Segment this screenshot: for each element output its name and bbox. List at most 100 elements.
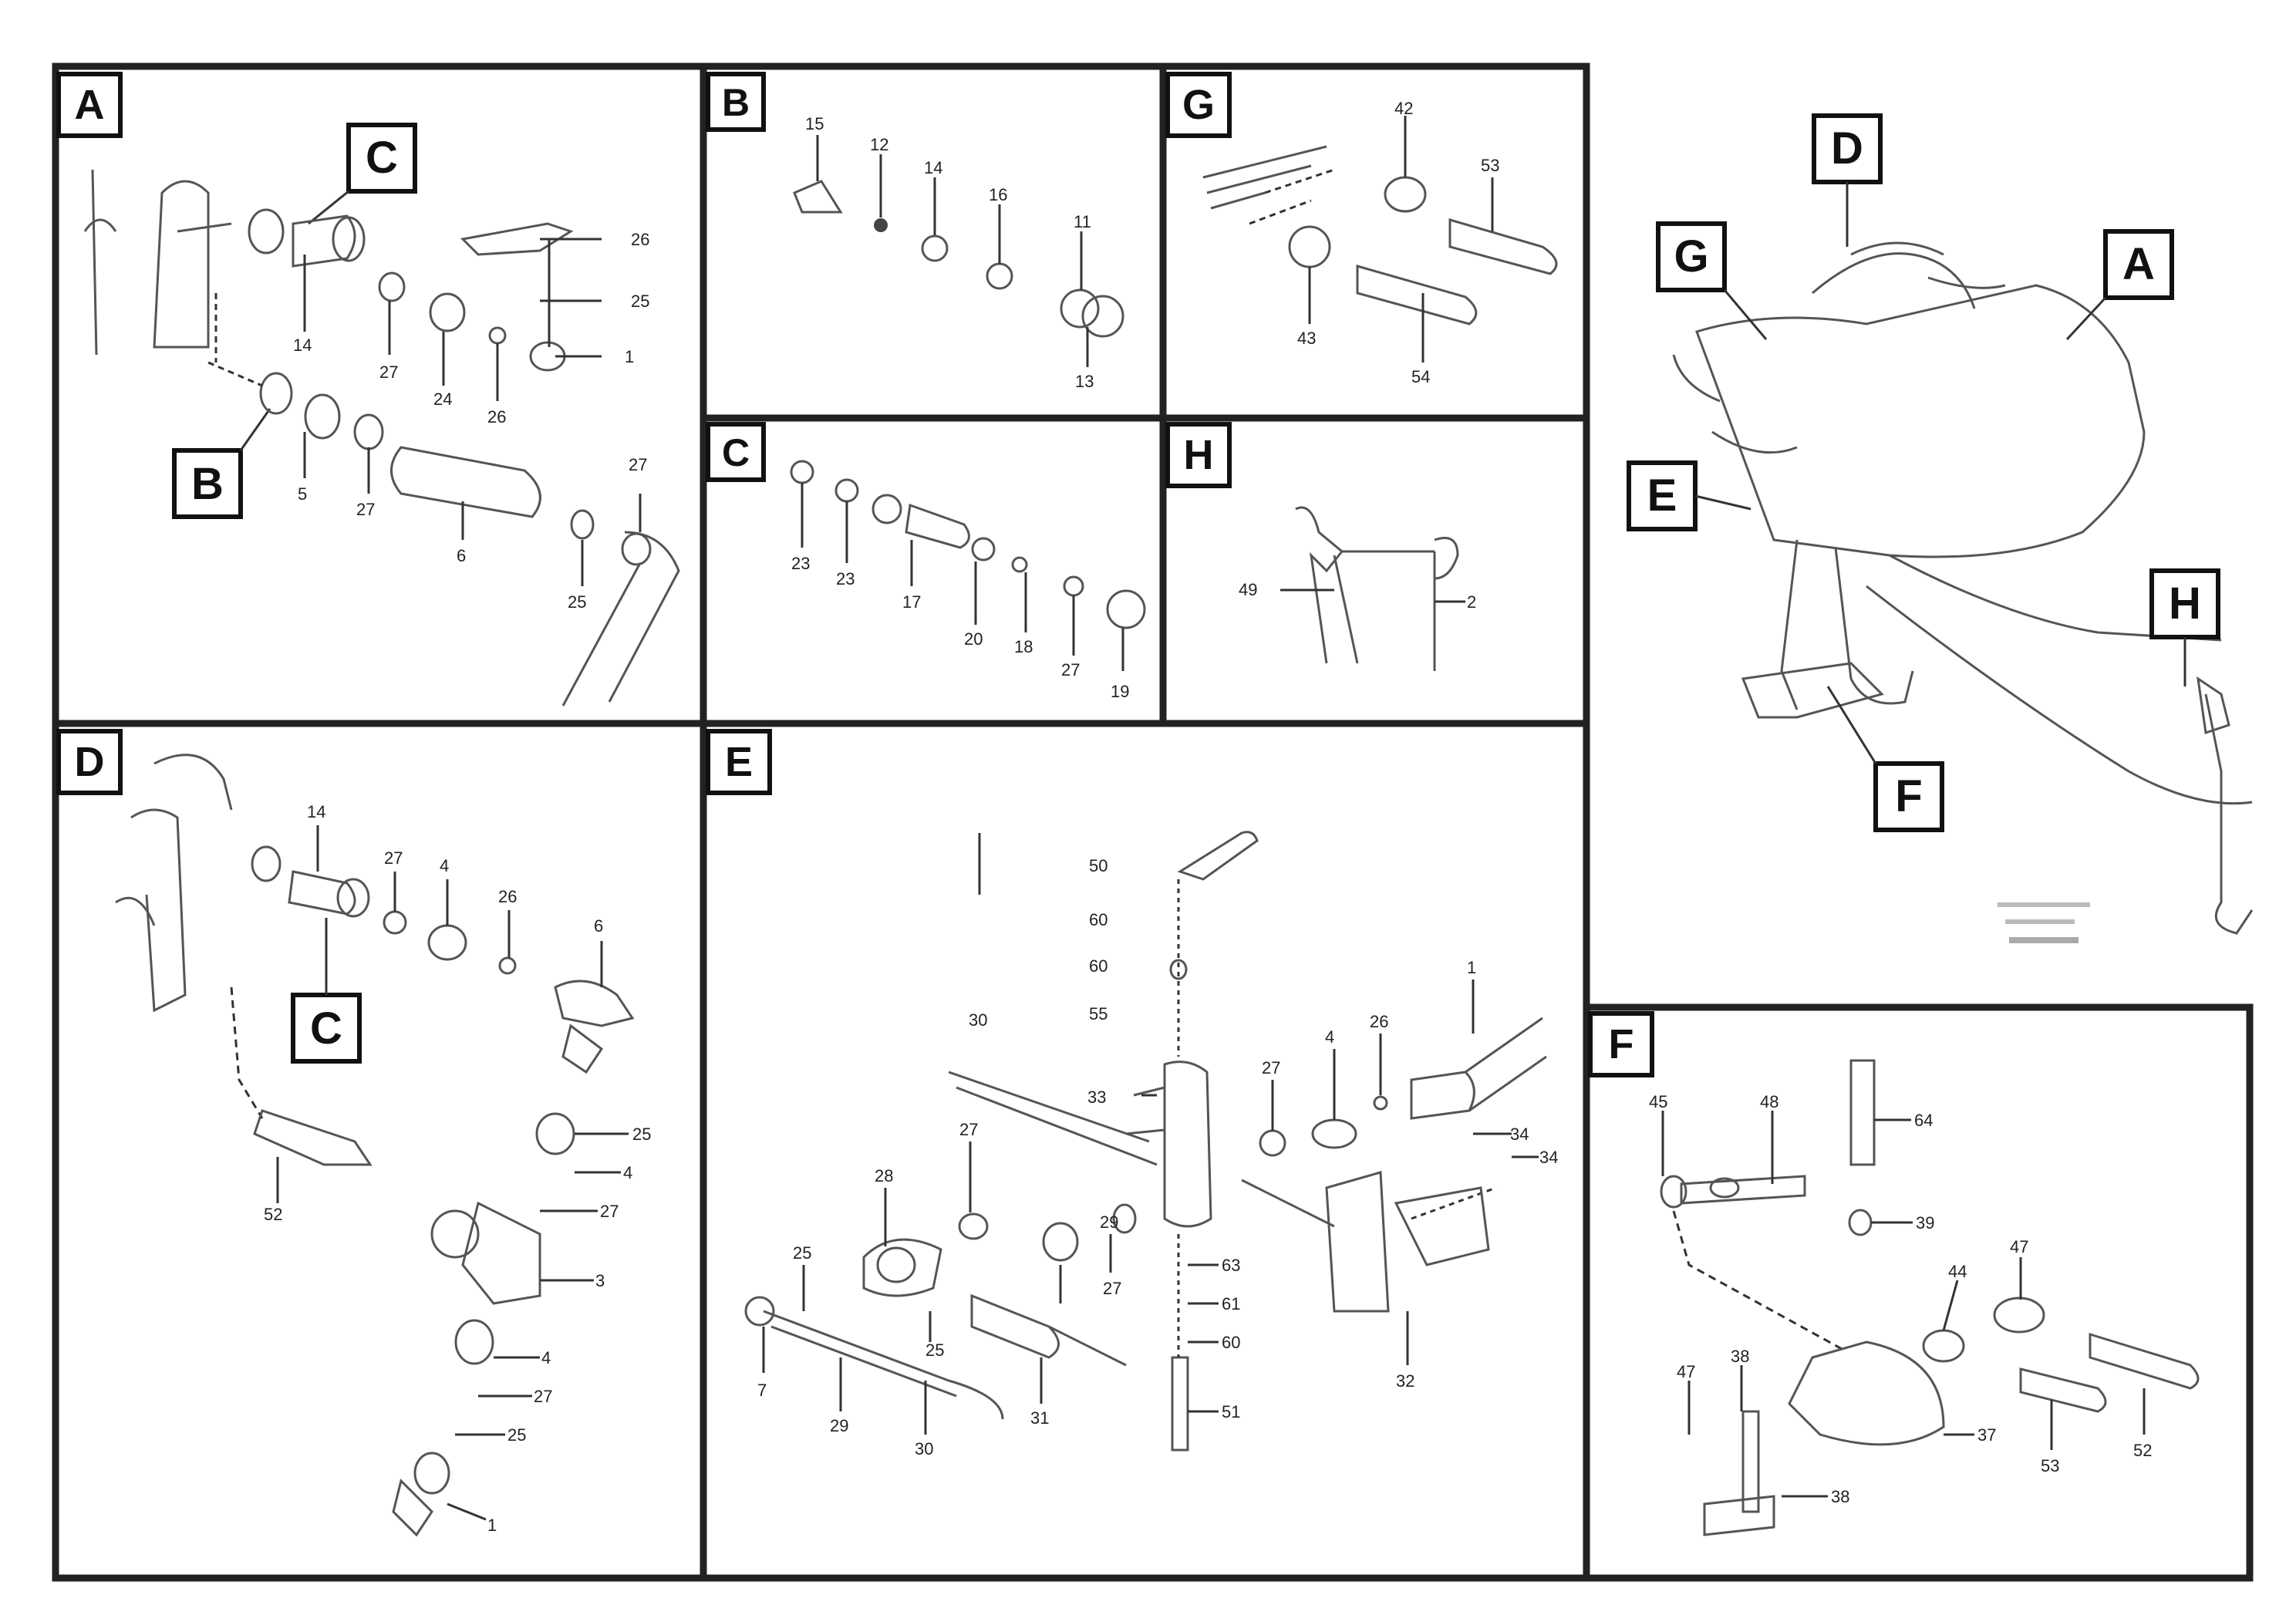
panel-a-callout-c: C bbox=[366, 133, 398, 183]
panel-f-part-38a: 38 bbox=[1731, 1347, 1749, 1366]
panel-f-part-47b: 47 bbox=[1677, 1362, 1695, 1381]
overview-callout-f: F bbox=[1895, 771, 1922, 821]
panel-g-label: G bbox=[1182, 82, 1215, 128]
panel-e-part-28: 28 bbox=[875, 1166, 893, 1185]
machine-overview: D G A E H F bbox=[1627, 113, 2254, 943]
panel-c-part-20: 20 bbox=[964, 629, 983, 649]
panel-f-part-64: 64 bbox=[1914, 1111, 1933, 1130]
panel-h-part-2: 2 bbox=[1467, 592, 1476, 612]
panel-e-part-1: 1 bbox=[1467, 958, 1476, 977]
panel-b-part-15: 15 bbox=[805, 114, 824, 133]
panel-a-part-27a: 27 bbox=[379, 363, 398, 382]
panel-e-part-27a: 27 bbox=[1262, 1058, 1280, 1077]
panel-c-part-23b: 23 bbox=[836, 569, 855, 588]
panel-a-part-24: 24 bbox=[433, 389, 452, 409]
panel-b-part-12: 12 bbox=[870, 135, 888, 154]
panel-h: H 49 2 bbox=[1165, 422, 1476, 671]
panel-d-callout-c: C bbox=[310, 1003, 342, 1054]
panel-e-part-26: 26 bbox=[1370, 1012, 1388, 1031]
panel-e-part-30b: 30 bbox=[915, 1439, 933, 1458]
panel-g-part-53: 53 bbox=[1481, 156, 1499, 175]
panel-b-part-14: 14 bbox=[924, 158, 942, 177]
panel-d: D C 14 27 bbox=[56, 729, 651, 1537]
panel-c-part-18: 18 bbox=[1014, 637, 1033, 656]
panel-f-part-45: 45 bbox=[1649, 1092, 1667, 1111]
panel-e-part-61: 61 bbox=[1222, 1294, 1240, 1313]
panel-a-callout-b: B bbox=[191, 459, 224, 509]
panel-d-part-26: 26 bbox=[498, 887, 517, 906]
panel-a-part-26: 26 bbox=[631, 230, 649, 249]
panel-d-part-27b: 27 bbox=[600, 1202, 619, 1221]
panel-d-part-27a: 27 bbox=[384, 848, 403, 868]
panel-a-part-1: 1 bbox=[625, 347, 634, 366]
panel-a-part-27b: 27 bbox=[356, 500, 375, 519]
panel-f-part-53: 53 bbox=[2041, 1456, 2059, 1475]
panel-a-part-25b: 25 bbox=[568, 592, 586, 612]
overview-callout-e: E bbox=[1647, 470, 1677, 521]
panel-g-part-54: 54 bbox=[1411, 367, 1430, 386]
panel-c-part-19: 19 bbox=[1111, 682, 1129, 701]
panel-e-part-63: 63 bbox=[1222, 1256, 1240, 1275]
panel-b-label: B bbox=[722, 81, 750, 124]
panel-c-part-27: 27 bbox=[1061, 660, 1080, 679]
panel-h-label: H bbox=[1184, 432, 1214, 478]
panel-c: C 23 23 17 20 18 27 19 bbox=[706, 422, 1146, 701]
panel-f-part-38b: 38 bbox=[1831, 1487, 1849, 1506]
panel-f-part-44: 44 bbox=[1948, 1262, 1967, 1281]
panel-f-part-47a: 47 bbox=[2010, 1237, 2028, 1256]
panel-e-part-25a: 25 bbox=[793, 1243, 811, 1263]
panel-e-part-33: 33 bbox=[1087, 1088, 1106, 1107]
panel-b: B 15 12 14 16 11 13 bbox=[706, 72, 1124, 391]
panel-e-part-55: 55 bbox=[1089, 1004, 1108, 1023]
panel-a-label: A bbox=[75, 82, 105, 128]
panel-e-part-60a: 60 bbox=[1089, 910, 1108, 929]
panel-f-part-48: 48 bbox=[1760, 1092, 1778, 1111]
panel-c-label: C bbox=[722, 431, 750, 474]
panel-e-part-25b: 25 bbox=[925, 1340, 944, 1360]
panel-e-part-27b: 27 bbox=[959, 1120, 978, 1139]
panel-c-part-17: 17 bbox=[902, 592, 921, 612]
panel-d-part-6: 6 bbox=[594, 916, 603, 936]
panel-e-part-27c: 27 bbox=[1103, 1279, 1121, 1298]
panel-a-part-6: 6 bbox=[457, 546, 466, 565]
panel-g-part-42: 42 bbox=[1394, 99, 1413, 118]
panel-e-part-60b: 60 bbox=[1089, 956, 1108, 976]
overview-callout-h: H bbox=[2169, 578, 2201, 629]
panel-e-part-34b: 34 bbox=[1539, 1148, 1558, 1167]
panel-a-part-26b: 26 bbox=[487, 407, 506, 427]
overview-callout-g: G bbox=[1674, 231, 1708, 282]
panel-e-part-32: 32 bbox=[1396, 1371, 1414, 1391]
panel-e-label: E bbox=[725, 739, 753, 785]
panel-e: E bbox=[706, 729, 1558, 1458]
panel-d-part-3: 3 bbox=[595, 1271, 605, 1290]
panel-e-part-30a: 30 bbox=[969, 1010, 987, 1030]
panel-f-part-37: 37 bbox=[1977, 1425, 1996, 1445]
panel-f-label: F bbox=[1609, 1021, 1634, 1067]
panel-f-part-52: 52 bbox=[2133, 1441, 2152, 1460]
panel-h-part-49: 49 bbox=[1239, 580, 1257, 599]
panel-e-part-50: 50 bbox=[1089, 856, 1108, 875]
panel-g-part-43: 43 bbox=[1297, 329, 1316, 348]
panel-b-part-13: 13 bbox=[1075, 372, 1094, 391]
panel-d-part-1: 1 bbox=[487, 1516, 497, 1535]
panel-d-part-4a: 4 bbox=[440, 856, 449, 875]
panel-b-part-11: 11 bbox=[1074, 212, 1091, 231]
panel-e-part-29b: 29 bbox=[830, 1416, 848, 1435]
panel-d-part-4c: 4 bbox=[541, 1348, 551, 1367]
overview-callout-d: D bbox=[1831, 123, 1863, 174]
panel-d-part-27c: 27 bbox=[534, 1387, 552, 1406]
panel-d-part-14: 14 bbox=[307, 802, 325, 821]
panel-d-part-25b: 25 bbox=[507, 1425, 526, 1445]
panel-a-part-14: 14 bbox=[293, 336, 312, 355]
panel-a-part-25: 25 bbox=[631, 292, 649, 311]
panel-c-part-23a: 23 bbox=[791, 554, 810, 573]
panel-e-part-4: 4 bbox=[1325, 1027, 1334, 1047]
panel-a-part-5: 5 bbox=[298, 484, 307, 504]
panel-frames bbox=[52, 62, 2254, 1582]
overview-callout-a: A bbox=[2122, 239, 2155, 289]
panel-d-part-25a: 25 bbox=[632, 1125, 651, 1144]
panel-a: A C B bbox=[56, 72, 680, 706]
panel-a-part-27c: 27 bbox=[629, 455, 647, 474]
panel-e-part-31: 31 bbox=[1030, 1408, 1049, 1428]
panel-f-part-39: 39 bbox=[1916, 1213, 1934, 1233]
